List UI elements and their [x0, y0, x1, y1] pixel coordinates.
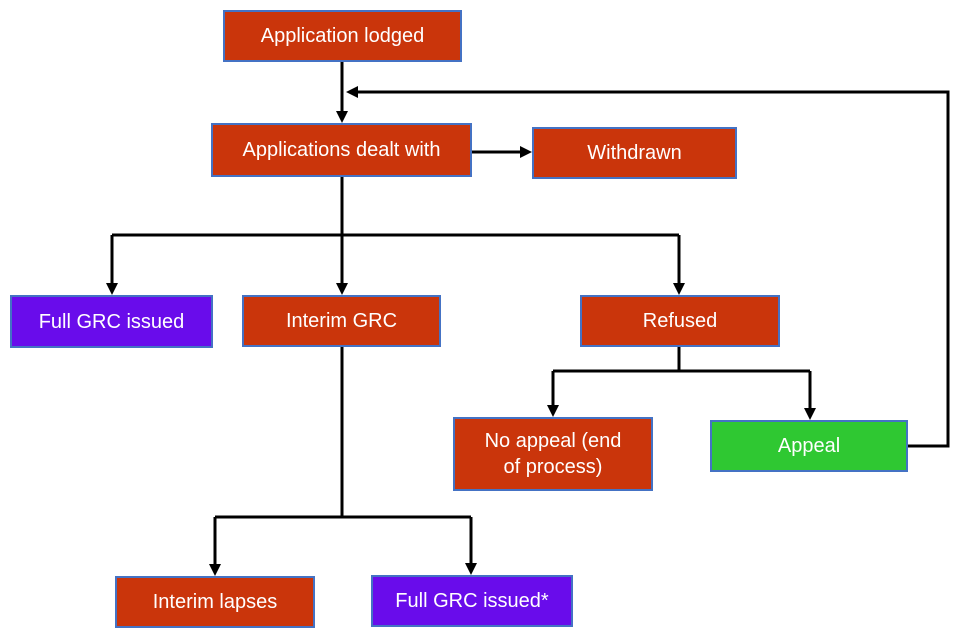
node-appeal: Appeal	[710, 420, 908, 472]
node-label: Interim GRC	[285, 310, 398, 332]
node-label: Full GRC issued*	[395, 590, 549, 612]
node-application-lodged: Application lodged	[223, 10, 462, 62]
node-refused: Refused	[580, 295, 780, 347]
node-full-grc-issued: Full GRC issued	[10, 295, 213, 348]
node-label: Refused	[642, 310, 718, 332]
node-label: Appeal	[777, 435, 841, 457]
node-label: Applications dealt with	[242, 139, 441, 161]
node-withdrawn: Withdrawn	[532, 127, 737, 179]
node-label: No appeal (end of process)	[484, 430, 622, 478]
node-interim-lapses: Interim lapses	[115, 576, 315, 628]
node-full-grc-issued-star: Full GRC issued*	[371, 575, 573, 627]
node-label: Withdrawn	[587, 142, 682, 164]
edge-appeal-feedback-loop	[346, 86, 950, 448]
node-label: Full GRC issued	[38, 310, 185, 333]
node-interim-grc: Interim GRC	[242, 295, 441, 347]
node-no-appeal: No appeal (end of process)	[453, 417, 653, 491]
node-label: Interim lapses	[152, 591, 278, 613]
node-applications-dealt-with: Applications dealt with	[211, 123, 472, 177]
node-label: Application lodged	[260, 25, 425, 47]
